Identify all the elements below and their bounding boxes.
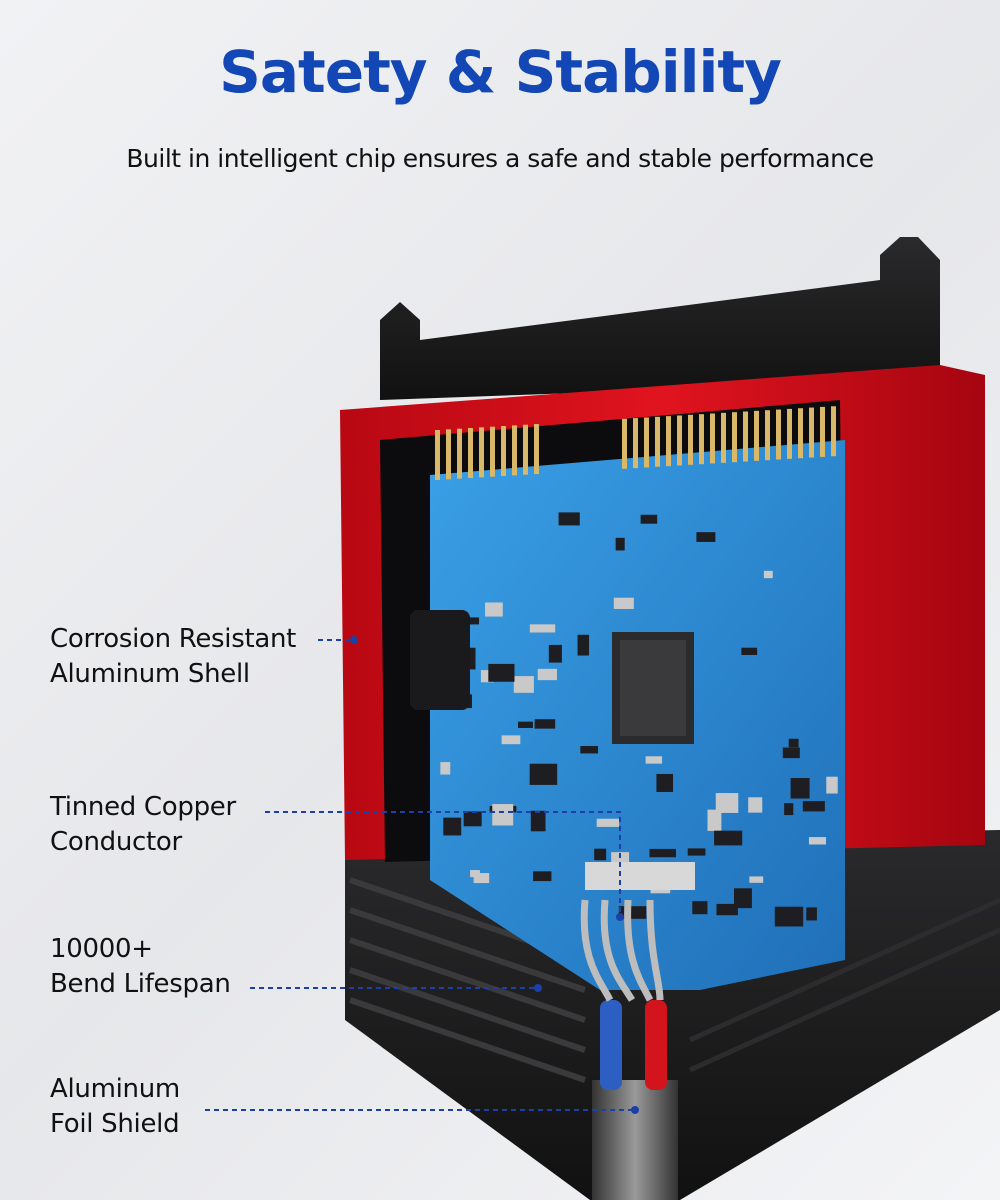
cable xyxy=(580,899,678,1200)
callout-line: Aluminum Shell xyxy=(50,659,250,689)
callout-line: 10000+ xyxy=(50,934,153,964)
callout-tinned-copper: Tinned Copper Conductor xyxy=(50,790,236,860)
callout-line: Aluminum xyxy=(50,1074,180,1104)
callout-aluminum-shell: Corrosion Resistant Aluminum Shell xyxy=(50,622,296,692)
page-title: Satety & Stability xyxy=(219,38,782,106)
callout-line: Foil Shield xyxy=(50,1109,180,1139)
callout-line: Conductor xyxy=(50,827,182,857)
callout-foil-shield: Aluminum Foil Shield xyxy=(50,1072,180,1142)
callout-line: Tinned Copper xyxy=(50,792,236,822)
leader-line-conductor xyxy=(265,811,621,915)
sata-connector xyxy=(380,237,940,400)
callout-line: Corrosion Resistant xyxy=(50,624,297,654)
callout-line: Bend Lifespan xyxy=(50,969,231,999)
page-subtitle: Built in intelligent chip ensures a safe… xyxy=(126,144,874,173)
callout-bend-lifespan: 10000+ Bend Lifespan xyxy=(50,932,231,1002)
circuit-board xyxy=(410,406,845,990)
